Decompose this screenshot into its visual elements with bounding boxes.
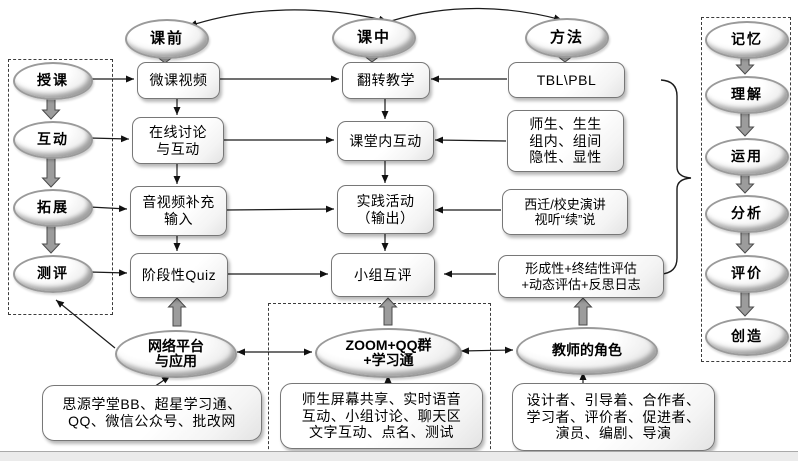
left-track-frame	[8, 59, 113, 315]
bloom-track-frame	[701, 17, 791, 362]
box-stage-quiz: 阶段性Quiz	[130, 253, 228, 298]
block-arrow-understand-apply-icon	[735, 110, 755, 137]
node-method: 方法	[525, 18, 609, 58]
node-remember: 记忆	[705, 21, 789, 59]
box-interaction-types: 师生、生生 组内、组间 隐性、显性	[507, 110, 624, 172]
arc-inclass-preclass-arrow	[188, 9, 388, 27]
arrow-types-to-classroom	[434, 136, 507, 144]
block-arrow-zoom-up-icon	[378, 297, 398, 326]
node-create: 创造	[705, 318, 789, 356]
node-pre-class: 课前	[125, 19, 209, 59]
box-assessment: 形成性+终结性评估 +动态评估+反思日志	[498, 255, 664, 298]
box-practice-activity: 实践活动 （输出）	[337, 185, 434, 234]
node-analyze: 分析	[705, 195, 789, 233]
arrow-av-to-practice	[225, 205, 335, 213]
box-platform-tools: 思源学堂BB、超星学习通、 QQ、微信公众号、批改网	[42, 385, 262, 441]
box-zoom-functions: 师生屏幕共享、实时语音 互动、小组讨论、聊天区 文字互动、点名、测试	[280, 383, 483, 449]
brace-to-bloom	[660, 79, 692, 275]
block-arrow-expand-assess-icon	[41, 223, 61, 254]
node-teach: 授课	[13, 62, 93, 100]
box-online-discussion: 在线讨论 与互动	[132, 117, 224, 164]
bottom-window-strip	[0, 451, 798, 461]
node-network-platform: 网络平台 与应用	[115, 330, 237, 378]
block-arrow-evaluate-create-icon	[735, 289, 755, 317]
block-arrow-analyze-evaluate-icon	[735, 229, 755, 254]
arrow-assess-to-quiz	[89, 269, 128, 277]
node-teacher-role: 教师的角色	[516, 327, 658, 375]
box-peer-review: 小组互评	[331, 253, 435, 297]
node-evaluate: 评价	[705, 255, 789, 293]
box-classroom-interaction: 课堂内互动	[337, 121, 434, 161]
box-av-supplement: 音视频补充 输入	[130, 186, 227, 236]
box-xiqian-speech: 西迁/校史演讲 视听“续”说	[502, 189, 628, 235]
box-flipped-teaching: 翻转教学	[342, 62, 430, 99]
node-zoom-qq-group: ZOOM+QQ群 +学习通	[315, 328, 462, 378]
node-in-class: 课中	[332, 18, 416, 58]
block-arrow-interact-expand-icon	[41, 155, 61, 188]
arrow-expand-to-av	[89, 205, 128, 213]
node-expand: 拓展	[13, 189, 93, 227]
arc-inclass-method-arrow	[390, 7, 563, 22]
box-tbl-pbl: TBL\PBL	[508, 62, 625, 98]
arrow-zoom-teacher-bidirectional	[460, 346, 514, 355]
arrow-interact-to-online	[89, 135, 130, 143]
arrow-platform-to-assess	[55, 299, 116, 349]
block-arrow-teacher-up-icon	[573, 297, 593, 326]
block-arrow-teach-interact-icon	[41, 96, 61, 120]
block-arrow-apply-analyze-icon	[735, 172, 755, 194]
node-interact: 互动	[13, 121, 93, 159]
node-assess: 测评	[13, 255, 93, 293]
node-understand: 理解	[705, 76, 789, 114]
node-apply: 运用	[705, 138, 789, 176]
block-arrow-platform-up-icon	[167, 297, 187, 327]
box-micro-video: 微课视频	[137, 62, 220, 99]
box-teacher-roles: 设计者、引导着、合作者、 学习者、评价者、促进者、 演员、编剧、导演	[512, 383, 715, 451]
